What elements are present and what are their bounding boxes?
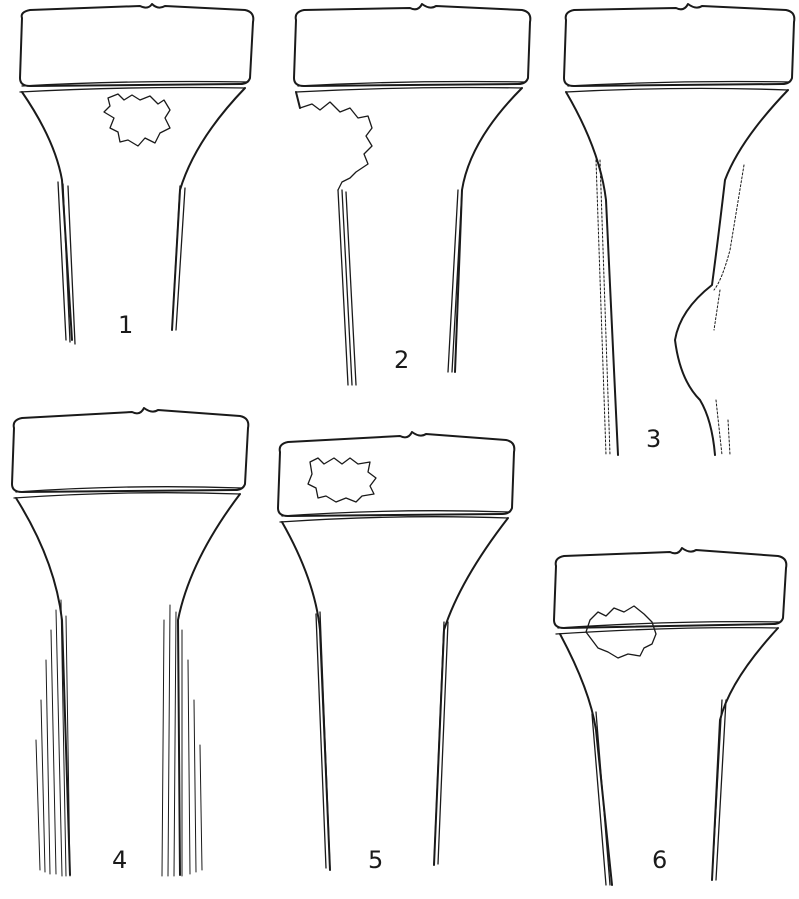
metaphysis-outline: [16, 494, 240, 875]
panel-5: 5: [278, 432, 514, 874]
metaphysis-outline: [296, 88, 522, 372]
cortex-right: [448, 190, 462, 372]
metaphysis-outline: [566, 90, 788, 455]
panel-1: 1: [20, 4, 253, 344]
epiphysis: [20, 4, 253, 86]
lesion: [104, 94, 170, 146]
cortex-left: [58, 182, 75, 344]
panel-6: 6: [554, 548, 786, 885]
metaphysis-outline: [282, 518, 508, 870]
panel-1-label: 1: [118, 311, 133, 339]
epiphysis: [294, 4, 530, 86]
periosteal-reaction-right: [714, 165, 744, 455]
epiphysis: [12, 408, 248, 492]
panel-5-label: 5: [368, 846, 383, 874]
panel-3-label: 3: [646, 425, 661, 453]
lesion-margin: [300, 102, 372, 190]
metaphysis-outline: [560, 628, 778, 885]
epiphysis: [564, 4, 794, 86]
panel-6-label: 6: [652, 846, 667, 874]
periosteal-reaction-left: [596, 160, 610, 455]
epiphyseal-lesion: [308, 458, 376, 502]
epiphysis: [278, 432, 514, 516]
panel-3: 3: [564, 4, 794, 455]
cortex-right: [434, 622, 448, 864]
periosteal-spiculation-right: [162, 605, 202, 876]
panel-4: 4: [12, 408, 248, 876]
metaphysis-outline: [22, 88, 245, 340]
panel-2: 2: [294, 4, 530, 385]
panel-4-label: 4: [112, 846, 127, 874]
cortex-left: [316, 612, 330, 868]
epiphysis: [554, 548, 786, 628]
cortex-left: [592, 712, 610, 885]
cortex-left: [338, 190, 356, 385]
panel-2-label: 2: [394, 346, 409, 374]
